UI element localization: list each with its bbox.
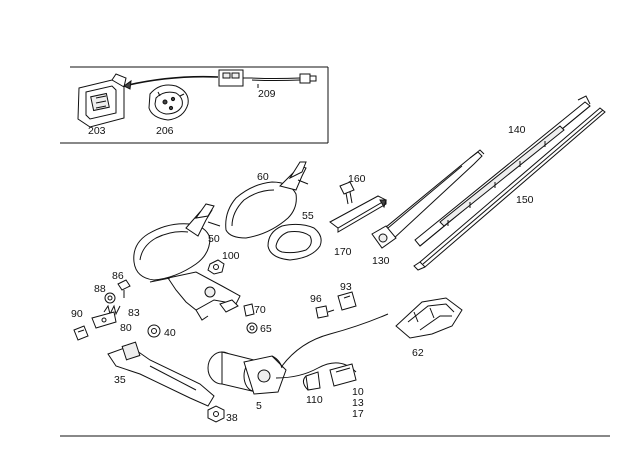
label-70: 70 bbox=[254, 304, 266, 316]
part-62-housing bbox=[395, 297, 463, 339]
part-160-bolt bbox=[339, 181, 355, 205]
label-130: 130 bbox=[372, 255, 390, 267]
part-170-cover bbox=[329, 195, 388, 233]
label-17: 17 bbox=[352, 408, 364, 420]
part-83-spring bbox=[103, 304, 121, 316]
part-80-bracket bbox=[91, 311, 117, 329]
label-13: 13 bbox=[352, 397, 364, 409]
label-170: 170 bbox=[334, 246, 352, 258]
part-100-nut bbox=[207, 259, 225, 275]
part-96-screw bbox=[315, 305, 335, 319]
label-65: 65 bbox=[260, 323, 272, 335]
label-96: 96 bbox=[310, 293, 322, 305]
label-140: 140 bbox=[508, 124, 526, 136]
label-88: 88 bbox=[94, 283, 106, 295]
part-88-washer bbox=[104, 292, 116, 304]
motor-cable bbox=[275, 313, 389, 387]
connection-arrow bbox=[123, 75, 219, 90]
label-206: 206 bbox=[156, 125, 174, 137]
part-35-linkage-rod bbox=[107, 341, 215, 407]
part-65-nut bbox=[246, 322, 258, 334]
part-130-wiper-arm bbox=[371, 149, 485, 249]
label-83: 83 bbox=[128, 307, 140, 319]
part-209-cable bbox=[218, 69, 317, 88]
label-38: 38 bbox=[226, 412, 238, 424]
label-86: 86 bbox=[112, 270, 124, 282]
part-50-cover bbox=[133, 203, 221, 281]
label-110: 110 bbox=[306, 394, 323, 406]
part-110-clip bbox=[302, 371, 321, 391]
part-70-bushing bbox=[243, 303, 255, 317]
inset-frame bbox=[60, 66, 329, 144]
part-140-wiper-blade bbox=[414, 95, 591, 247]
part-86-bolt bbox=[117, 279, 131, 298]
part-206-rain-sensor bbox=[148, 84, 189, 121]
label-203: 203 bbox=[88, 125, 106, 137]
part-38-nut bbox=[207, 405, 225, 423]
part-93-connector bbox=[337, 291, 357, 311]
label-60: 60 bbox=[257, 171, 269, 183]
label-209: 209 bbox=[258, 88, 276, 100]
part-90-clip bbox=[73, 325, 89, 341]
label-10: 10 bbox=[352, 386, 364, 398]
wiper-linkage-crank bbox=[149, 271, 241, 321]
label-50: 50 bbox=[208, 233, 220, 245]
label-35: 35 bbox=[114, 374, 126, 386]
label-80: 80 bbox=[120, 322, 132, 334]
label-100: 100 bbox=[222, 250, 240, 262]
part-40-washer bbox=[147, 324, 161, 338]
label-160: 160 bbox=[348, 173, 366, 185]
label-40: 40 bbox=[164, 327, 176, 339]
label-5: 5 bbox=[256, 400, 262, 412]
label-90: 90 bbox=[71, 308, 83, 320]
part-5-wiper-motor bbox=[207, 351, 287, 395]
part-55-gasket bbox=[267, 223, 322, 261]
label-150: 150 bbox=[516, 194, 534, 206]
part-60-cover bbox=[225, 161, 309, 239]
label-93: 93 bbox=[340, 281, 352, 293]
label-55: 55 bbox=[302, 210, 314, 222]
label-62: 62 bbox=[412, 347, 424, 359]
part-150-wiper-blade bbox=[413, 107, 606, 271]
part-203-control-module bbox=[77, 73, 127, 128]
